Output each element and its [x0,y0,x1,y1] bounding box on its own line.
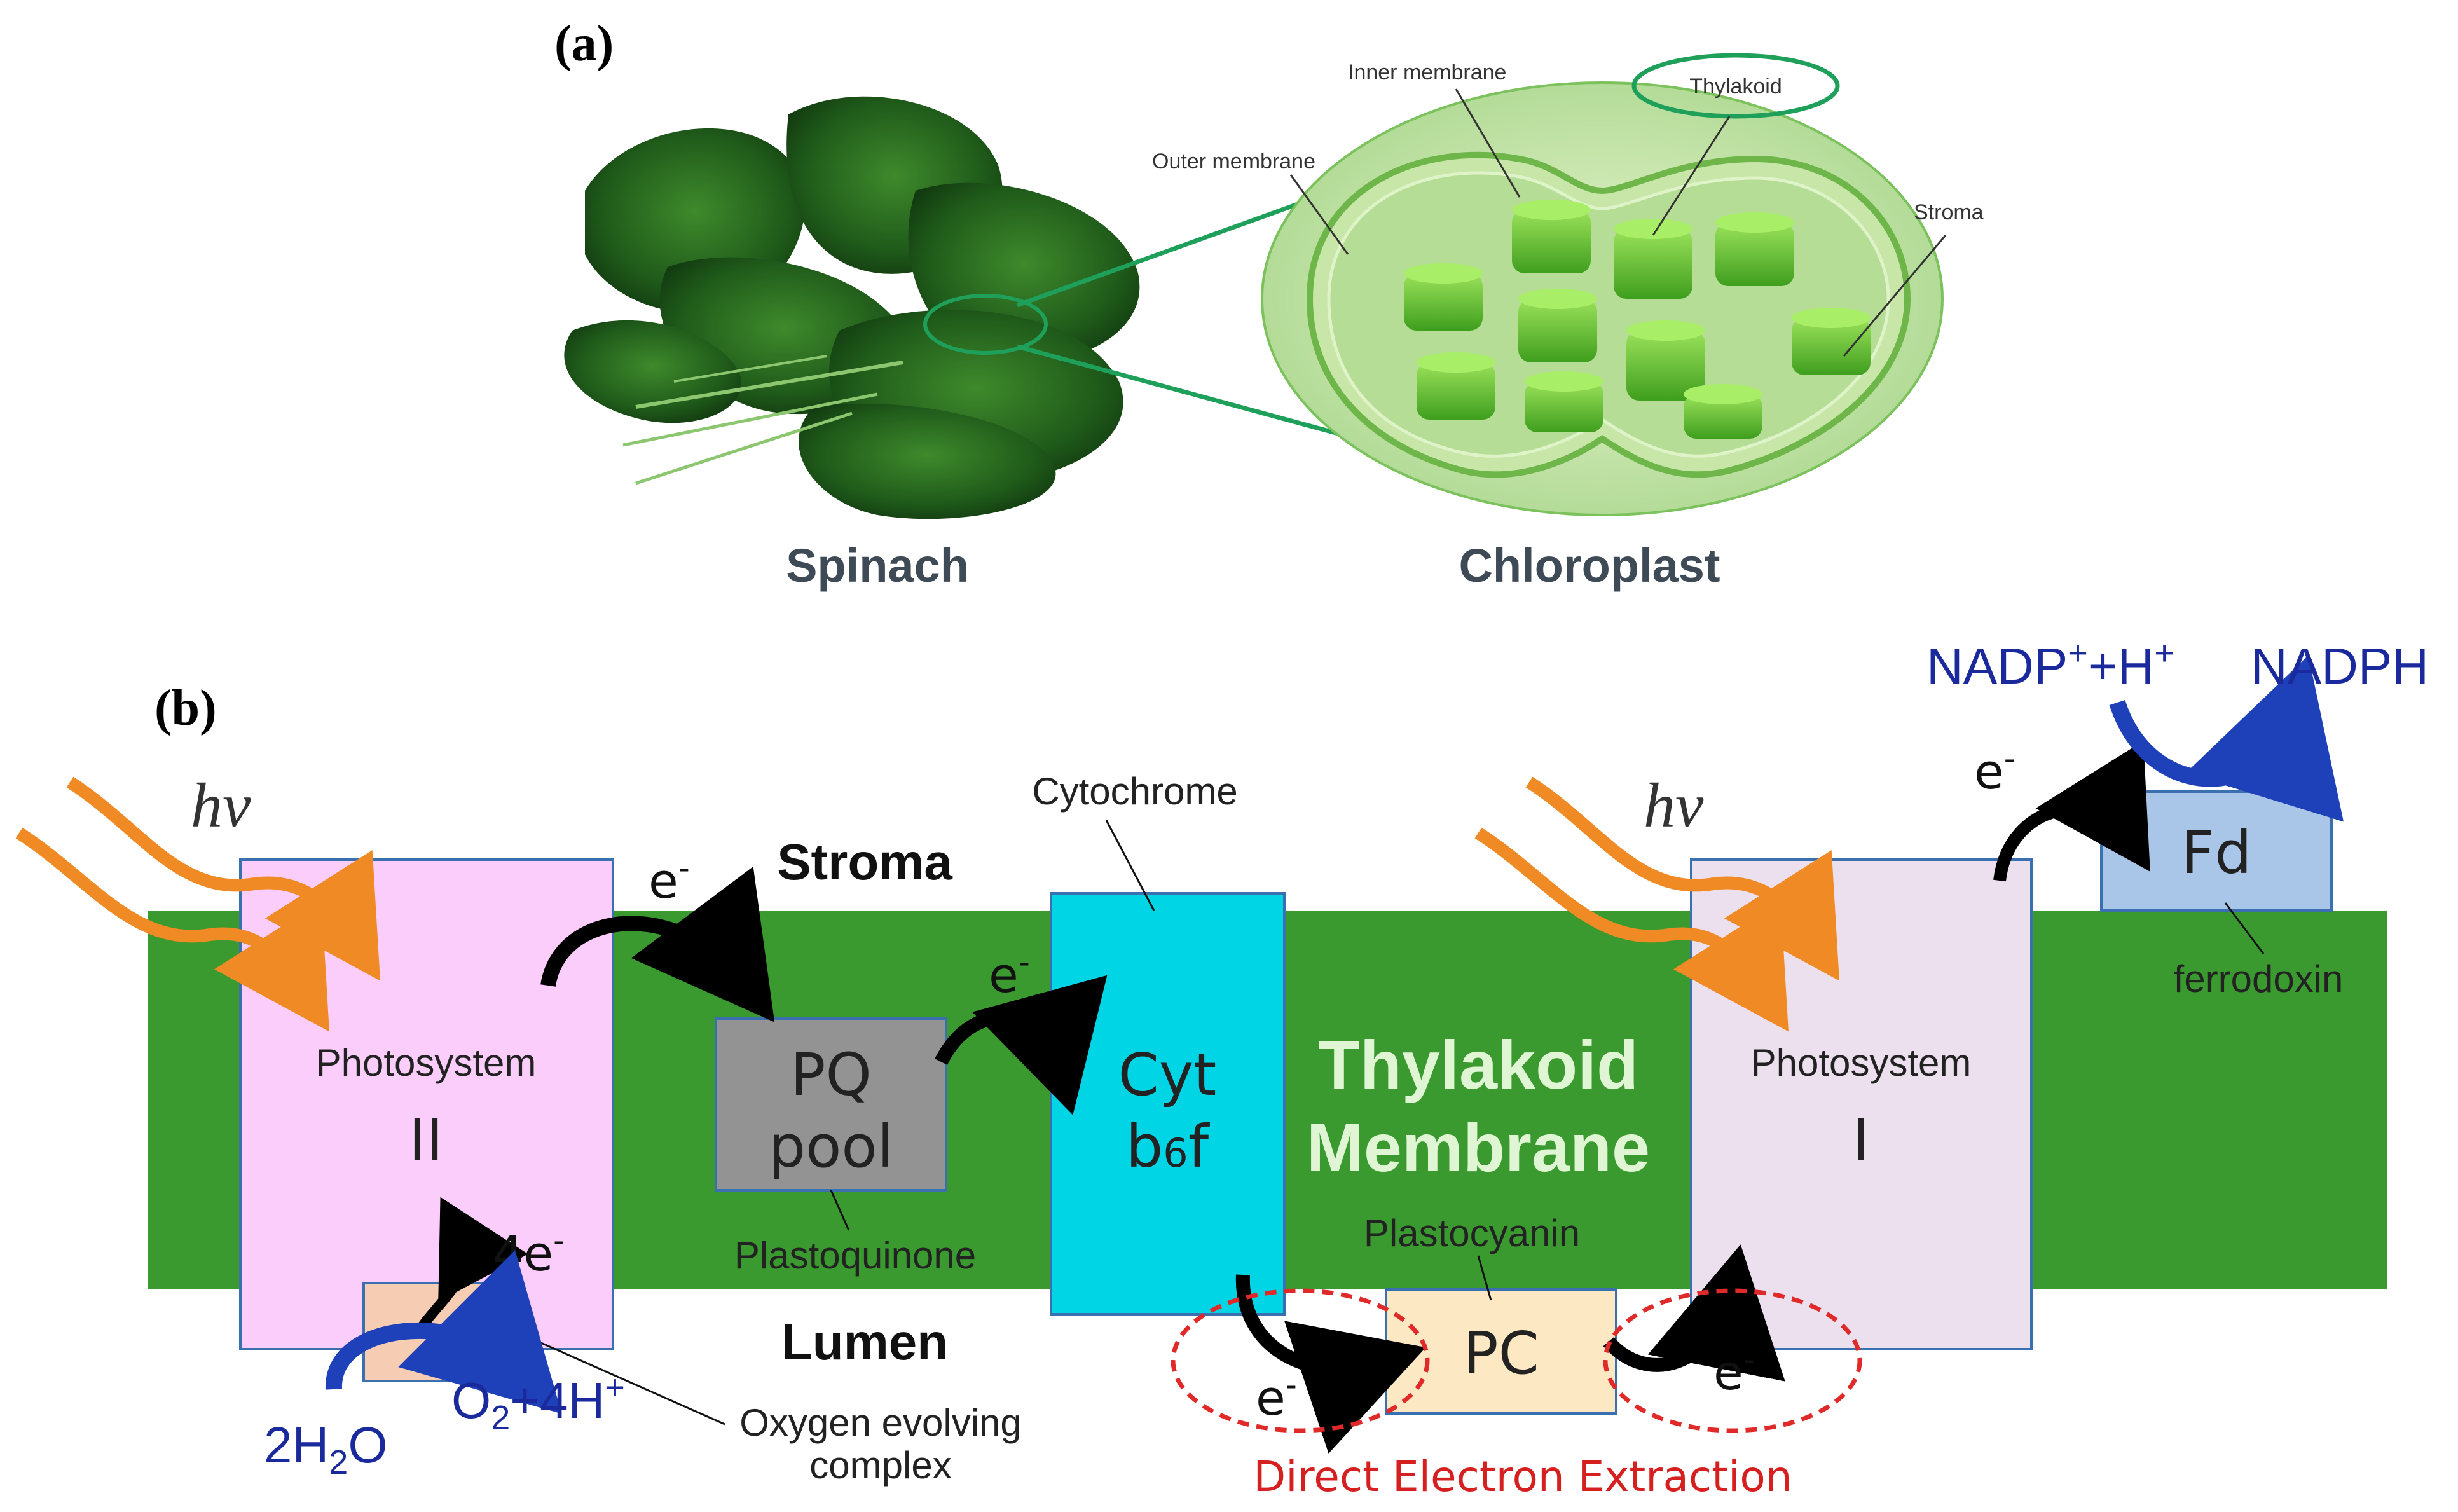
oec-label-line1: Oxygen evolving [739,1401,1022,1444]
fd-label: Fd [2181,819,2251,887]
chloroplast-caption: Chloroplast [1459,539,1720,592]
photosystem-i-numeral: I [1852,1106,1869,1174]
oxygen-label: O2+4H+ [451,1368,625,1437]
e-pc-sup: - [1743,1341,1755,1378]
nadp-plus-h: +H [2088,638,2155,694]
light-arrow-psii-2 [15,827,329,1032]
plastocyanin-label: Plastocyanin [1364,1212,1580,1254]
electron-arrow-cyt-to-pc [1235,1274,1426,1454]
light-arrow-psi-2 [1474,827,1789,1032]
thylakoid-label: Thylakoid [1689,74,1782,99]
pc-label: PC [1463,1319,1539,1387]
plastoquinone-leader [830,1190,850,1231]
nadp-label: NADP++H+ [1926,634,2174,694]
spinach-illustration [564,96,1140,519]
b6f-6: 6 [1163,1130,1188,1176]
cytochrome-label: Cytochrome [1032,770,1237,813]
four-e: 4e [493,1225,553,1282]
e-pq-sup: - [1019,944,1030,980]
water-2h: 2H [264,1417,329,1473]
nadp-sup2: + [2154,634,2174,672]
e-cyt: e [1256,1370,1286,1426]
electron-label-pc: e- [1713,1341,1755,1401]
direct-extraction-ellipse-left [1171,1288,1430,1433]
pool-label: pool [769,1113,894,1181]
e-cyt-sup: - [1286,1366,1297,1403]
oxygen-sub: 2 [491,1399,510,1437]
electron-label-cyt: e- [1256,1366,1297,1426]
photosystem-ii-label: Photosystem [316,1041,537,1084]
cyt-label: Cyt [1118,1041,1217,1109]
pq-label: PQ [790,1041,872,1109]
thylakoid-highlight-oval [1631,53,1840,119]
water-splitting-arrow [325,1250,562,1414]
electron-arrow-psii-to-pq [540,866,775,1022]
b6f-f: f [1188,1113,1211,1181]
electron-label-psii: e- [649,849,690,909]
water-sub: 2 [329,1443,348,1481]
plastocyanin-leader [1477,1255,1492,1301]
oxygen-o: O [451,1372,491,1429]
ferrodoxin-leader [2224,902,2265,954]
electron-arrow-pq-to-cyt [935,975,1108,1115]
thylakoid-stacks [1404,200,1871,439]
photosystem-ii-box [239,858,614,1350]
pq-pool-box [715,1017,947,1192]
nadp-sup: + [2068,634,2088,672]
nadph-label: NADPH [2251,638,2429,694]
electron-label-pq: e- [989,944,1030,1003]
water-label: 2H2O [264,1417,388,1481]
e-pc: e [1713,1344,1743,1401]
nadp-arrow [2109,655,2344,822]
nadp-text: NADP [1926,638,2068,694]
oxygen-rest: +4H [510,1372,605,1429]
electron-label-psi: e- [1974,740,2015,800]
plastoquinone-label: Plastoquinone [734,1234,976,1277]
e-psii-sup: - [678,849,690,886]
four-e-sup: - [553,1222,565,1259]
b6f-label: b6f [1126,1113,1211,1181]
stroma-label-a: Stroma [1914,200,1984,224]
thylakoid-membrane-label-line2: Membrane [1307,1109,1650,1186]
e-psii: e [649,853,678,909]
chloroplast-leaders [1289,88,1947,357]
stroma-label: Stroma [777,834,952,890]
thylakoid-membrane-label-line1: Thylakoid [1318,1026,1638,1103]
photosystem-i-box [1690,858,2033,1350]
hv-label-psii: hv [191,770,251,841]
e-pq: e [989,947,1019,1003]
ferrodoxin-label: ferrodoxin [2174,958,2344,1000]
photosystem-ii-numeral: II [409,1106,443,1174]
direct-electron-extraction-label: Direct Electron Extraction [1253,1452,1792,1501]
lumen-label: Lumen [781,1314,948,1370]
spinach-caption: Spinach [786,539,969,592]
outer-membrane-label: Outer membrane [1152,149,1315,174]
hv-label-psi: hv [1644,770,1704,841]
chloroplast-illustration [1261,81,1944,516]
oec-label-line2: complex [809,1444,951,1487]
electron-arrow-pc-to-psi [1603,1244,1785,1382]
direct-extraction-ellipse-right [1603,1288,1862,1433]
inner-membrane-label: Inner membrane [1348,60,1506,85]
e-psi-sup: - [2004,740,2015,777]
water-o: O [348,1417,387,1473]
electron-arrow-psi-to-fd [1993,741,2150,882]
cytochrome-leader [1105,820,1155,911]
panel-a-label: (a) [554,16,614,72]
panel-b-label: (b) [154,680,217,736]
e-psi: e [1974,743,2004,800]
b6f-b: b [1126,1113,1163,1181]
photosystem-i-label: Photosystem [1751,1041,1972,1084]
oxygen-sup: + [605,1368,625,1406]
